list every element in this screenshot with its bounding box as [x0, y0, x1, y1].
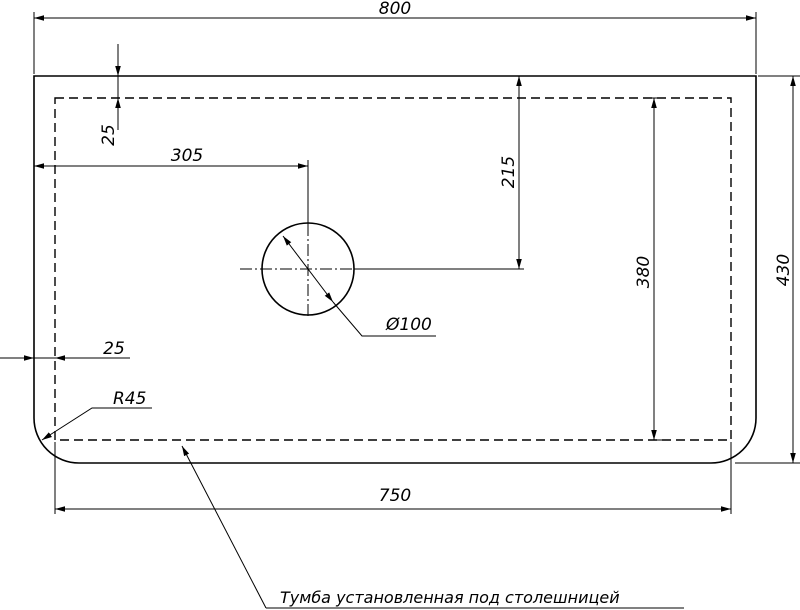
dimension-inner-height: 380 — [634, 97, 665, 441]
dimension-hole-y: 215 — [354, 76, 524, 270]
dimension-hole-x-label: 305 — [171, 146, 203, 166]
caption-leader: Тумба установленная под столешницей — [181, 445, 684, 609]
dimension-hole-x: 305 — [34, 146, 309, 224]
dimension-corner-radius-label: R45 — [113, 389, 146, 409]
countertop-outline — [33, 75, 757, 464]
dimension-hole-y-label: 215 — [499, 156, 519, 188]
dimension-inner-height-label: 380 — [634, 256, 654, 288]
dimension-corner-radius: R45 — [41, 389, 152, 441]
dimension-left-offset: 25 — [0, 339, 130, 361]
dimension-overall-height-label: 430 — [774, 254, 794, 286]
dimension-top-offset: 25 — [99, 44, 121, 146]
caption-label: Тумба установленная под столешницей — [280, 588, 620, 607]
dimension-left-offset-label: 25 — [103, 339, 125, 359]
dimension-top-offset-label: 25 — [99, 124, 119, 146]
dimension-hole-diameter: Ø100 — [282, 235, 436, 337]
dimension-overall-height: 430 — [735, 75, 800, 464]
dimension-overall-width: 800 — [33, 0, 757, 74]
cabinet-outline — [54, 97, 732, 441]
dimension-overall-width-label: 800 — [379, 0, 411, 19]
dimension-inner-width-label: 750 — [379, 486, 411, 506]
dimension-hole-diameter-label: Ø100 — [385, 315, 432, 335]
dimension-inner-width: 750 — [54, 442, 732, 514]
